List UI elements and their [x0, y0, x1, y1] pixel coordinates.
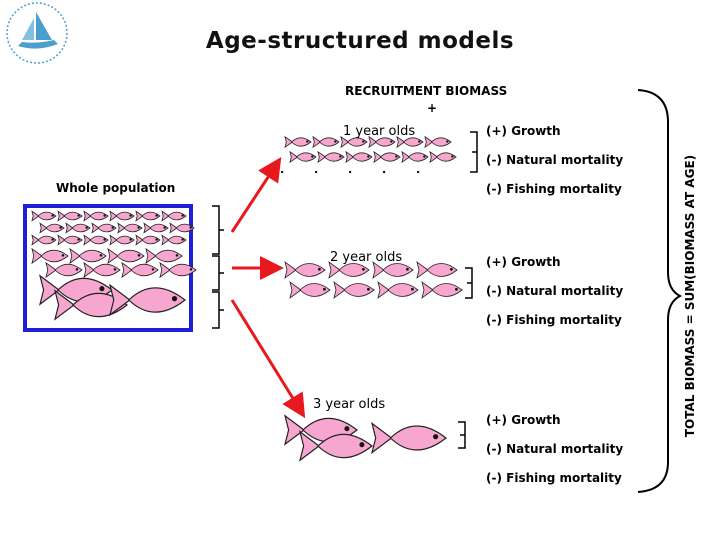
fish-age-2: [377, 281, 419, 299]
fish-small: [91, 222, 117, 234]
fish-age-2: [372, 261, 414, 279]
fish-small: [135, 234, 161, 246]
fish-age-1-spacer: [280, 170, 284, 174]
fish-small: [57, 234, 83, 246]
total-brace: [637, 89, 683, 493]
fish-age-1: [396, 135, 424, 149]
age-1-growth: (+) Growth: [486, 124, 561, 138]
fish-small: [57, 210, 83, 222]
fish-small: [143, 222, 169, 234]
age-2-growth: (+) Growth: [486, 255, 561, 269]
fish-age-1-spacer: [314, 170, 318, 174]
fish-age-1: [340, 135, 368, 149]
whole-population-label: Whole population: [56, 181, 176, 195]
fish-medium: [107, 247, 145, 265]
fish-medium: [83, 261, 121, 279]
fish-large: [109, 283, 186, 317]
fish-small: [83, 210, 109, 222]
fish-age-2: [328, 261, 370, 279]
age-1-label: 1 year olds: [343, 124, 416, 139]
fish-age-2: [416, 261, 458, 279]
recruitment-plus: +: [427, 101, 438, 115]
age-3-natural-mortality: (-) Natural mortality: [486, 442, 624, 456]
fish-age-1-spacer: [416, 170, 420, 174]
fish-small: [169, 222, 195, 234]
fish-age-3: [371, 421, 447, 455]
fish-age-1-spacer: [382, 170, 386, 174]
age-3-growth: (+) Growth: [486, 413, 561, 427]
fish-medium: [31, 247, 69, 265]
age-1-natural-mortality: (-) Natural mortality: [486, 153, 624, 167]
fish-age-1: [312, 135, 340, 149]
age-2-natural-mortality: (-) Natural mortality: [486, 284, 624, 298]
age-arrows: [230, 156, 306, 419]
fish-age-1: [424, 135, 452, 149]
fish-age-1: [368, 135, 396, 149]
age-3-label: 3 year olds: [313, 397, 386, 412]
effect-brackets: [458, 131, 478, 449]
fish-age-2: [421, 281, 463, 299]
fish-medium: [159, 261, 197, 279]
fish-small: [161, 234, 187, 246]
fish-age-3: [299, 430, 373, 462]
fish-small: [135, 210, 161, 222]
fish-small: [31, 234, 57, 246]
fish-age-2: [333, 281, 375, 299]
fish-age-1: [289, 150, 317, 164]
fish-medium: [69, 247, 107, 265]
fish-age-1: [284, 135, 312, 149]
fish-age-2: [289, 281, 331, 299]
fish-age-1: [401, 150, 429, 164]
fish-age-1: [317, 150, 345, 164]
total-biomass-label: TOTAL BIOMASS = SUM(BIOMASS AT AGE): [683, 154, 697, 438]
boat-logo-icon: [6, 2, 68, 64]
fish-layer: [31, 135, 463, 462]
age-2-fishing-mortality: (-) Fishing mortality: [486, 313, 622, 327]
page-title: Age-structured models: [205, 28, 515, 54]
age-3-fishing-mortality: (-) Fishing mortality: [486, 471, 622, 485]
fish-age-1: [345, 150, 373, 164]
fish-medium: [145, 247, 183, 265]
fish-small: [161, 210, 187, 222]
arrow-to-age-3: [230, 299, 306, 419]
fish-small: [65, 222, 91, 234]
fish-small: [83, 234, 109, 246]
fish-age-1: [429, 150, 457, 164]
population-brackets: [212, 205, 224, 329]
fish-small: [109, 234, 135, 246]
age-1-fishing-mortality: (-) Fishing mortality: [486, 182, 622, 196]
arrow-to-age-1: [230, 156, 282, 233]
fish-small: [31, 210, 57, 222]
fish-age-1: [373, 150, 401, 164]
fish-age-2: [284, 261, 326, 279]
fish-medium: [45, 261, 83, 279]
fish-age-1-spacer: [348, 170, 352, 174]
fish-small: [117, 222, 143, 234]
fish-small: [109, 210, 135, 222]
recruitment-biomass-label: RECRUITMENT BIOMASS: [345, 84, 508, 98]
age-2-label: 2 year olds: [330, 250, 403, 265]
fish-small: [39, 222, 65, 234]
fish-medium: [121, 261, 159, 279]
